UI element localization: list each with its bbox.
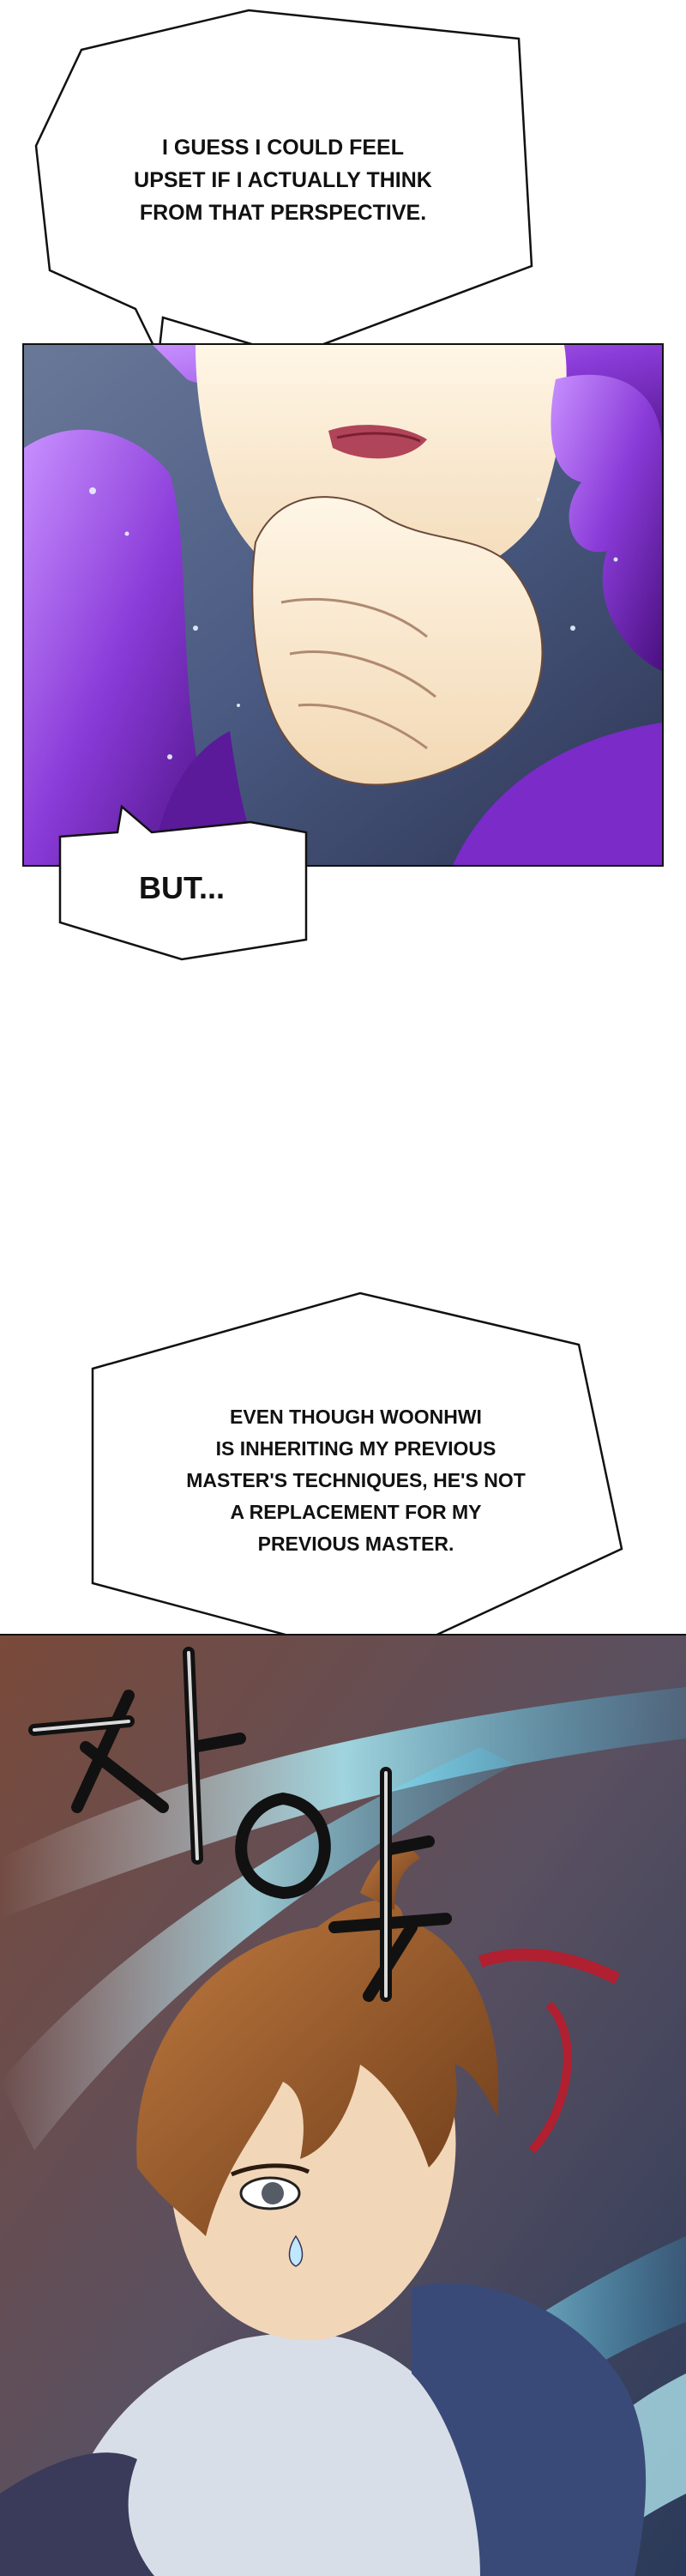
speech-bubble-2-text: BUT... <box>138 870 225 905</box>
speech-bubble-1: I GUESS I COULD FEEL UPSET IF I ACTUALLY… <box>34 9 533 369</box>
speech-bubble-1-shape <box>34 9 533 360</box>
speech-bubble-2: BUT... <box>53 789 310 961</box>
panel-2-art <box>0 1636 686 2576</box>
panel-1-purple-hair-character <box>22 343 664 867</box>
speech-bubble-3: EVEN THOUGH WOONHWI IS INHERITING MY PRE… <box>86 1291 626 1669</box>
speech-bubble-3-text: EVEN THOUGH WOONHWI IS INHERITING MY PRE… <box>186 1405 526 1555</box>
speech-bubble-2-shape <box>58 804 308 961</box>
panel-1-art <box>24 345 662 865</box>
speech-bubble-3-shape <box>91 1291 623 1662</box>
speech-bubble-1-text: I GUESS I COULD FEEL UPSET IF I ACTUALLY… <box>134 136 432 225</box>
panel-2-action-scene: 차앗 <box>0 1634 686 2576</box>
